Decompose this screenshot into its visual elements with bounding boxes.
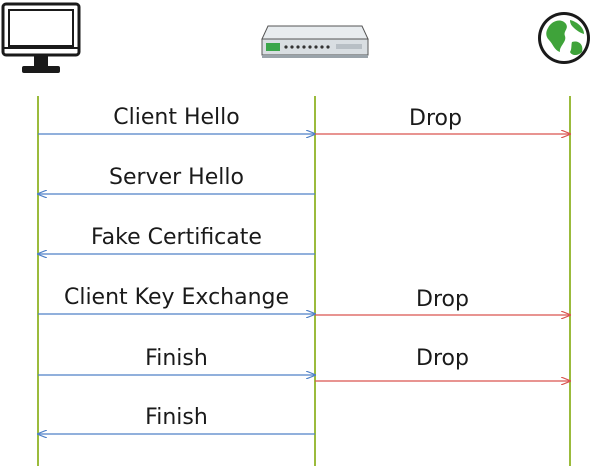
drop-label: Drop (416, 346, 469, 371)
message-label: Finish (145, 405, 208, 430)
drop-label: Drop (409, 106, 462, 131)
network-appliance-icon (261, 25, 369, 58)
message-label: Client Key Exchange (64, 285, 289, 310)
globe-icon (538, 12, 590, 64)
message-label: Finish (145, 346, 208, 371)
desktop-computer-icon (1, 2, 81, 73)
drop-label: Drop (416, 287, 469, 312)
message-label: Client Hello (113, 105, 239, 130)
fake-certificate-label: Fake Certificate (91, 225, 262, 250)
message-label: Server Hello (109, 165, 244, 190)
